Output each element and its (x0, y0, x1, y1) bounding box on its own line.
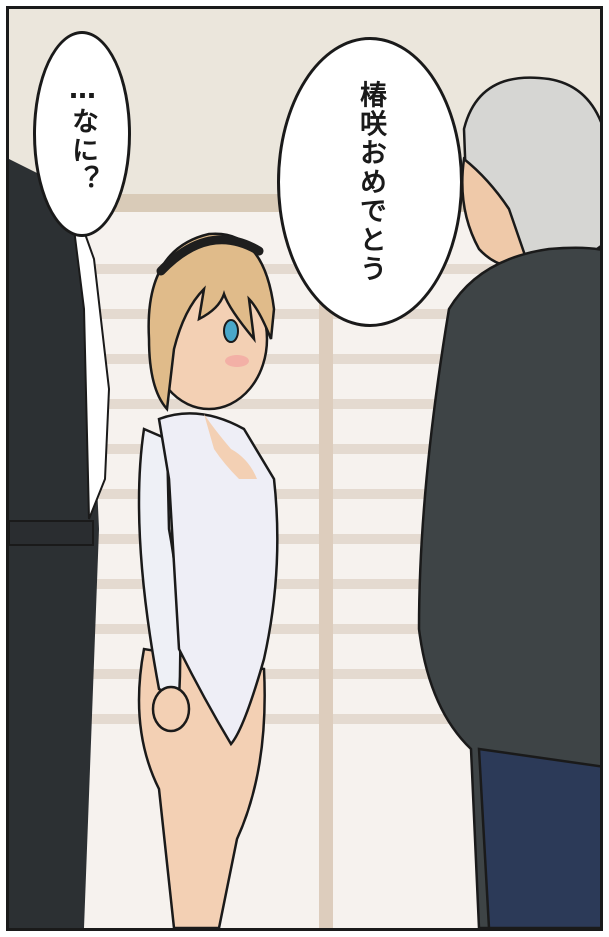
scene-illustration (9, 9, 600, 928)
speech-bubble-left: …なに？ (33, 31, 131, 237)
speech-text-right: 椿咲おめでとう (352, 81, 388, 284)
speech-text-right-line-2: おめでとう (355, 138, 386, 284)
shoji-screen (9, 212, 600, 928)
girl-figure (137, 232, 279, 928)
manga-panel: …なに？ 椿咲おめでとう (6, 6, 603, 931)
left-figure (9, 159, 111, 928)
speech-bubble-right: 椿咲おめでとう (277, 37, 463, 327)
old-man-figure (417, 76, 600, 928)
speech-text-left: …なに？ (67, 74, 98, 194)
speech-text-right-line-1: 椿咲 (355, 80, 386, 139)
